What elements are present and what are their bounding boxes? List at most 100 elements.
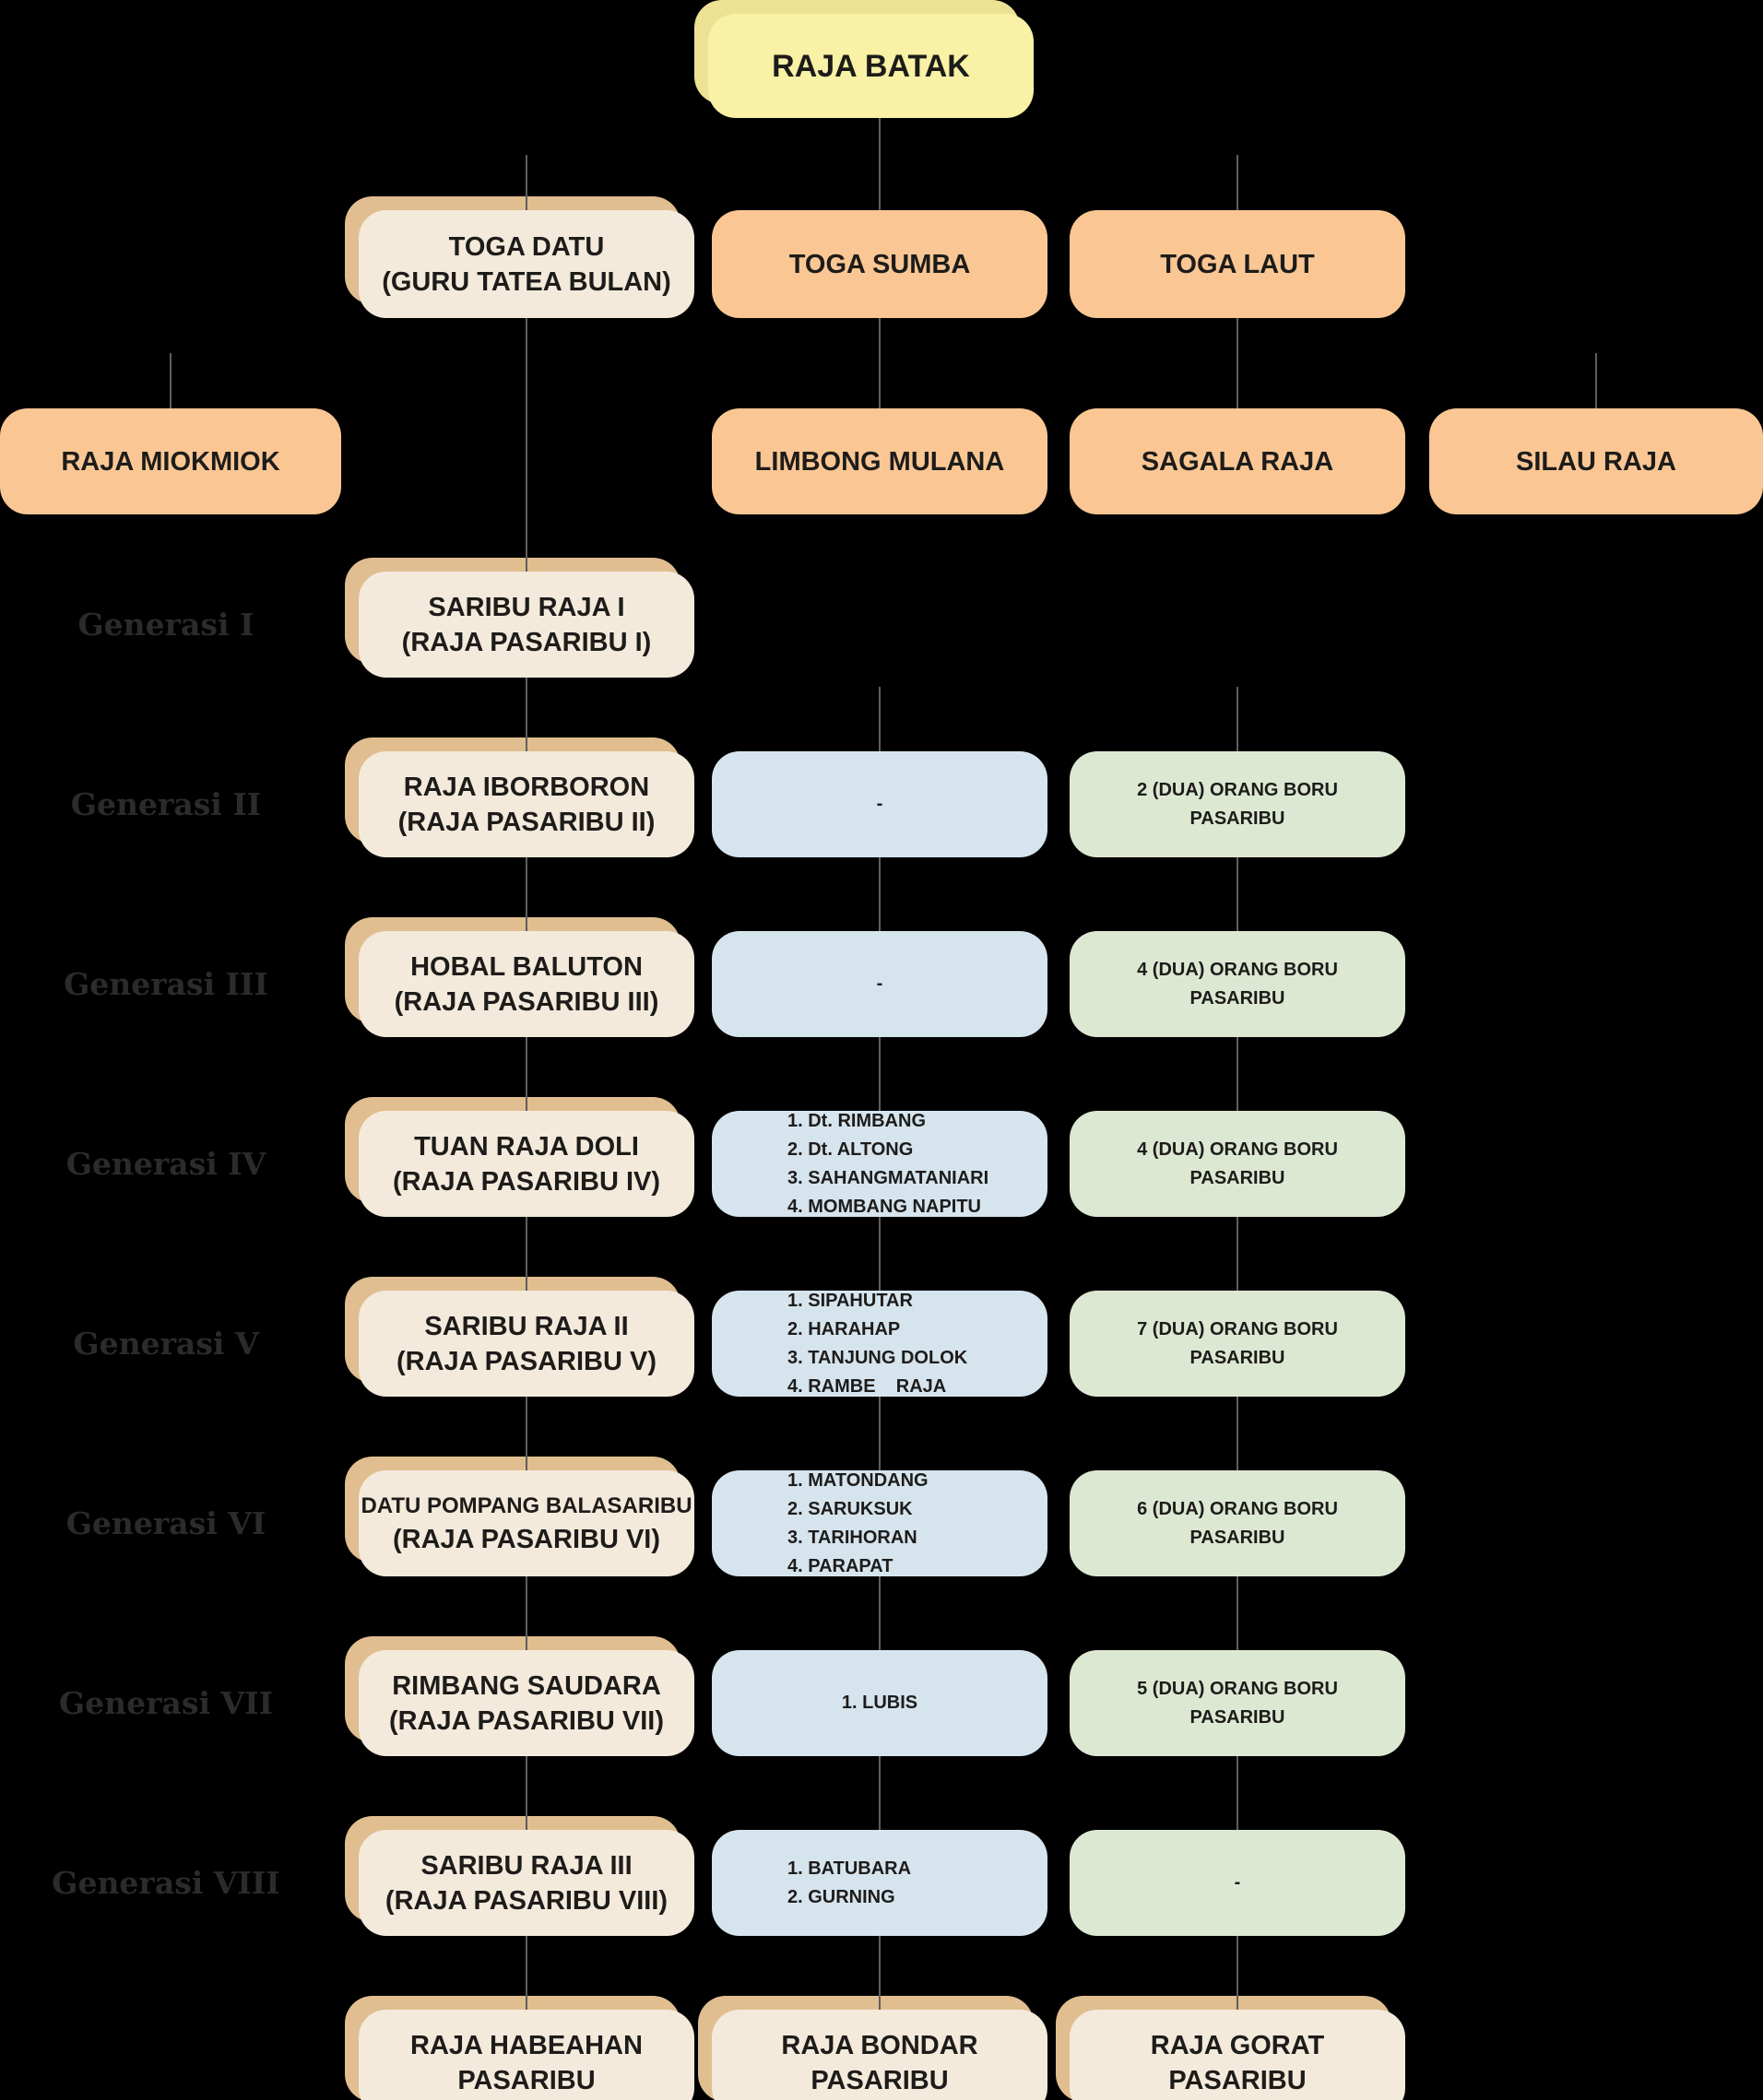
generation-main-node: HOBAL BALUTON (RAJA PASARIBU III) xyxy=(345,917,694,1037)
connector-line xyxy=(526,1397,527,1470)
generation-label: Generasi VI xyxy=(65,1505,266,1541)
node-name: SARIBU RAJA II xyxy=(424,1311,629,1341)
generation-main-node: RIMBANG SAUDARA (RAJA PASARIBU VII) xyxy=(345,1636,694,1756)
sons-list: 1. BATUBARA 2. GURNING xyxy=(787,1858,912,1907)
connector-line xyxy=(526,1576,527,1650)
generation-sons-node: 1. Dt. RIMBANG 2. Dt. ALTONG 3. SAHANGMA… xyxy=(712,1111,1047,1217)
connector-line xyxy=(526,678,527,751)
generation-label: Generasi I xyxy=(77,607,254,643)
node-label: SAGALA RAJA xyxy=(1141,446,1334,477)
generation-label: Generasi IV xyxy=(65,1146,266,1182)
node-label: TOGA SUMBA xyxy=(788,249,971,279)
node-label: TOGA LAUT xyxy=(1160,249,1315,279)
bottom-node: RAJA HABEAHAN PASARIBU xyxy=(345,1996,694,2100)
generation-label: Generasi VII xyxy=(58,1685,273,1721)
node-name: SARIBU RAJA III xyxy=(420,1850,633,1881)
node-raja-batak: RAJA BATAK xyxy=(694,0,1034,118)
generation-main-node: RAJA IBORBORON (RAJA PASARIBU II) xyxy=(345,737,694,857)
generation-sons-node: 1. LUBIS xyxy=(712,1650,1047,1756)
node-alias: (RAJA PASARIBU II) xyxy=(397,807,656,837)
node-alias: (RAJA PASARIBU VII) xyxy=(388,1705,665,1736)
node-toga-sumba: TOGA SUMBA xyxy=(712,210,1047,318)
connector-line xyxy=(879,1397,881,1470)
connector-line xyxy=(526,1217,527,1291)
node-name: SARIBU RAJA I xyxy=(428,592,625,622)
connector-line xyxy=(1236,1936,1238,2010)
boru-label: 4 (DUA) ORANG BORU PASARIBU xyxy=(1137,1138,1338,1188)
node-silau-raja: SILAU RAJA xyxy=(1429,408,1763,514)
generation-sons-node: - xyxy=(712,931,1047,1037)
node-raja-miokmiok: RAJA MIOKMIOK xyxy=(0,408,341,514)
generation-main-node: DATU POMPANG BALASARIBU (RAJA PASARIBU V… xyxy=(345,1457,694,1576)
boru-label: 5 (DUA) ORANG BORU PASARIBU xyxy=(1137,1678,1338,1728)
node-name: HOBAL BALUTON xyxy=(410,951,643,982)
node-label: RAJA HABEAHAN PASARIBU xyxy=(410,2030,643,2095)
node-name: TUAN RAJA DOLI xyxy=(414,1131,639,1162)
generation-main-node: SARIBU RAJA III (RAJA PASARIBU VIII) xyxy=(345,1816,694,1936)
node-limbong-mulana: LIMBONG MULANA xyxy=(712,408,1047,514)
generation-sons-node: - xyxy=(712,751,1047,857)
connector-line xyxy=(1236,318,1238,408)
connector-line xyxy=(1236,687,1238,751)
boru-label: 4 (DUA) ORANG BORU PASARIBU xyxy=(1137,959,1338,1009)
sons-list: - xyxy=(876,973,883,994)
node-alias: (RAJA PASARIBU I) xyxy=(401,627,652,657)
sons-list: 1. Dt. RIMBANG 2. Dt. ALTONG 3. SAHANGMA… xyxy=(787,1110,989,1217)
node-name: RAJA IBORBORON xyxy=(403,772,650,802)
node-label: RAJA MIOKMIOK xyxy=(61,446,280,477)
node-alias: (RAJA PASARIBU V) xyxy=(396,1346,657,1376)
connector-line xyxy=(1236,1217,1238,1291)
node-toga-laut: TOGA LAUT xyxy=(1070,210,1405,318)
node-alias: (RAJA PASARIBU VI) xyxy=(392,1524,660,1554)
connector-line xyxy=(879,1217,881,1291)
generation-main-node: TUAN RAJA DOLI (RAJA PASARIBU IV) xyxy=(345,1097,694,1217)
bottom-node: RAJA BONDAR PASARIBU xyxy=(698,1996,1047,2100)
node-alias: (RAJA PASARIBU VIII) xyxy=(385,1885,669,1916)
generation-sons-node: 1. BATUBARA 2. GURNING xyxy=(712,1830,1047,1936)
connector-line xyxy=(1595,353,1597,408)
connector-line xyxy=(879,1936,881,2010)
generation-boru-node: 2 (DUA) ORANG BORU PASARIBU xyxy=(1070,751,1405,857)
generation-boru-node: 5 (DUA) ORANG BORU PASARIBU xyxy=(1070,1650,1405,1756)
generation-label: Generasi II xyxy=(70,786,262,822)
connector-line xyxy=(1236,857,1238,931)
generation-label: Generasi III xyxy=(64,966,268,1002)
generation-sons-node: 1. SIPAHUTAR 2. HARAHAP 3. TANJUNG DOLOK… xyxy=(712,1291,1047,1397)
node-label: RAJA BATAK xyxy=(772,48,970,84)
bottom-node: RAJA GORAT PASARIBU xyxy=(1056,1996,1405,2100)
generation-sons-node: 1. MATONDANG 2. SARUKSUK 3. TARIHORAN 4.… xyxy=(712,1470,1047,1576)
node-label: RAJA BONDAR PASARIBU xyxy=(781,2030,978,2095)
boru-label: - xyxy=(1234,1872,1241,1893)
connector-line xyxy=(1236,155,1238,210)
connector-line xyxy=(879,687,881,751)
node-sagala-raja: SAGALA RAJA xyxy=(1070,408,1405,514)
generation-boru-node: 6 (DUA) ORANG BORU PASARIBU xyxy=(1070,1470,1405,1576)
connector-line xyxy=(1236,1037,1238,1111)
connector-line xyxy=(526,318,527,572)
node-alias: (RAJA PASARIBU IV) xyxy=(392,1166,660,1197)
generation-boru-node: 7 (DUA) ORANG BORU PASARIBU xyxy=(1070,1291,1405,1397)
connector-line xyxy=(170,353,172,408)
boru-label: 7 (DUA) ORANG BORU PASARIBU xyxy=(1137,1318,1338,1368)
node-name: RIMBANG SAUDARA xyxy=(392,1670,661,1701)
generation-label: Generasi VIII xyxy=(52,1865,280,1901)
connector-line xyxy=(1236,1576,1238,1650)
sons-list: 1. SIPAHUTAR 2. HARAHAP 3. TANJUNG DOLOK… xyxy=(787,1290,968,1397)
sons-list: 1. LUBIS xyxy=(841,1693,918,1713)
node-label: RAJA GORAT PASARIBU xyxy=(1150,2030,1325,2095)
generation-boru-node: - xyxy=(1070,1830,1405,1936)
node-toga-datu: TOGA DATU (GURU TATEA BULAN) xyxy=(345,196,694,318)
connector-line xyxy=(526,1936,527,2010)
connector-line xyxy=(1236,1397,1238,1470)
node-label: SILAU RAJA xyxy=(1515,446,1676,477)
connector-line xyxy=(526,155,527,210)
generation-boru-node: 4 (DUA) ORANG BORU PASARIBU xyxy=(1070,931,1405,1037)
node-name: DATU POMPANG BALASARIBU xyxy=(361,1492,692,1518)
sons-list: - xyxy=(876,794,883,814)
node-alias: (RAJA PASARIBU III) xyxy=(394,986,659,1017)
generation-main-node: SARIBU RAJA I (RAJA PASARIBU I) xyxy=(345,558,694,678)
connector-line xyxy=(526,857,527,931)
generation-boru-node: 4 (DUA) ORANG BORU PASARIBU xyxy=(1070,1111,1405,1217)
connector-line xyxy=(879,857,881,931)
